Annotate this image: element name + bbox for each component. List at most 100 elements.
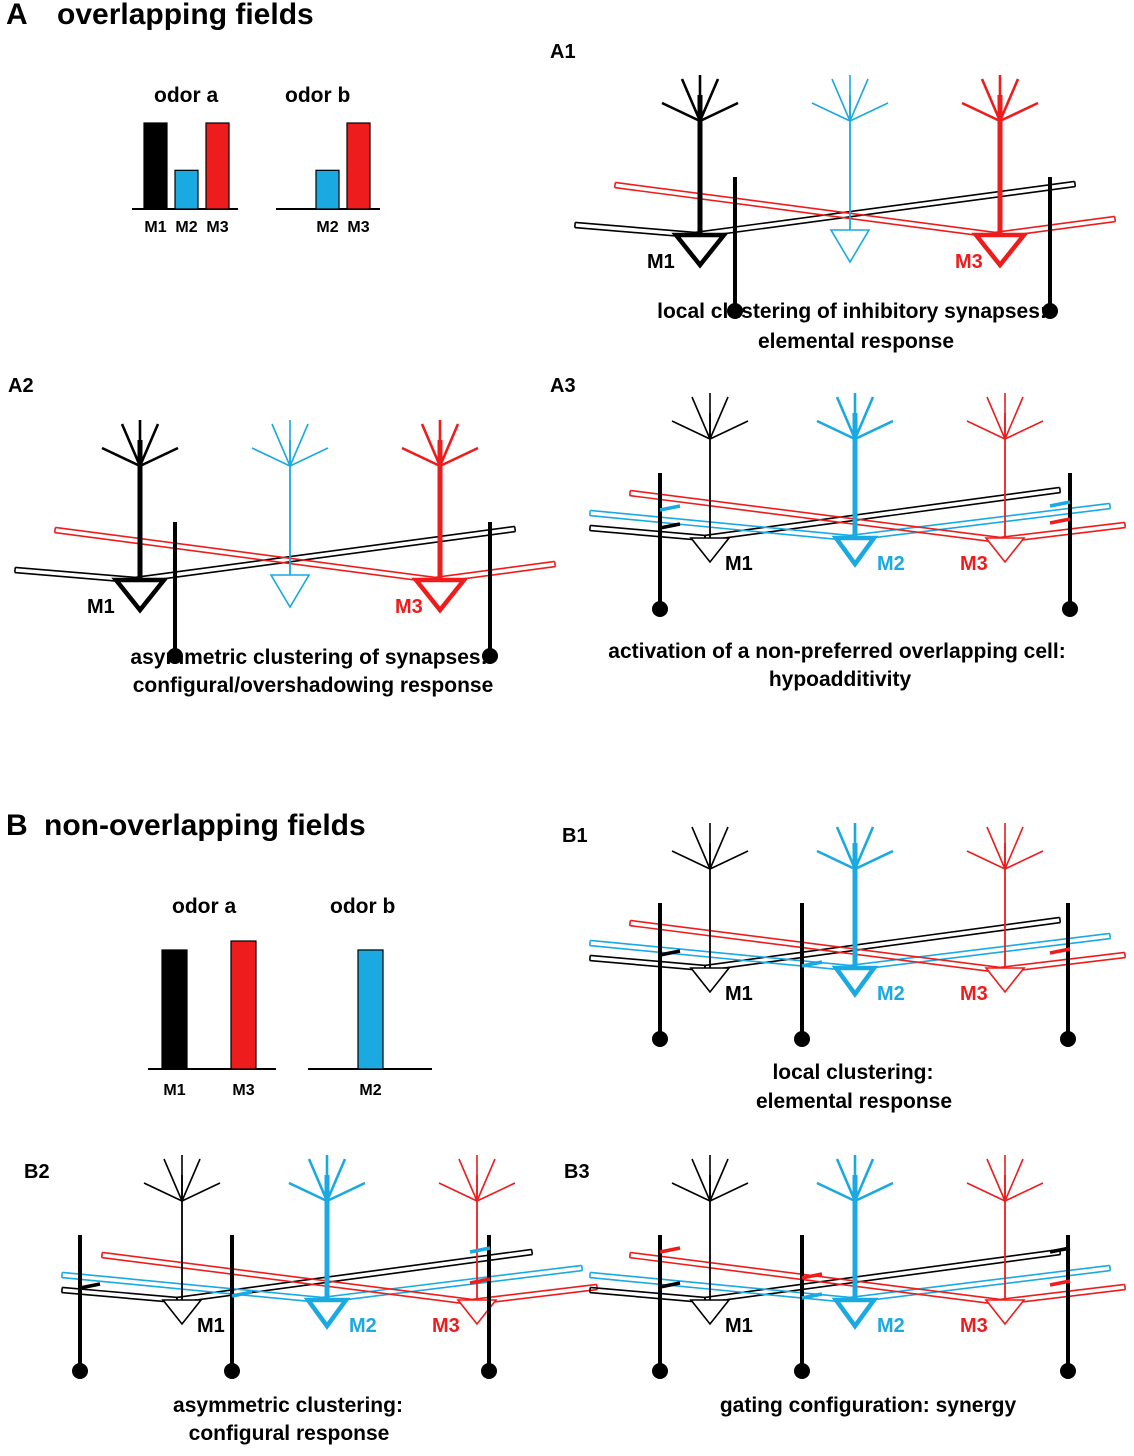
axon-end (515, 526, 516, 531)
soma-triangle (836, 968, 874, 994)
axon-edge (630, 490, 1000, 537)
soma-triangle (691, 1300, 729, 1324)
bar-m3 (231, 941, 256, 1069)
axon-edge (322, 1271, 582, 1303)
soma-triangle (836, 538, 874, 564)
interneuron-soma (72, 1363, 88, 1379)
granule-cell-1 (224, 1235, 240, 1379)
axon-end (1125, 522, 1126, 527)
dendrite-tuft (477, 1159, 495, 1201)
axon-m3 (55, 527, 436, 582)
soma-triangle (691, 538, 729, 562)
section-a-letter: A (6, 0, 28, 31)
mitral-cell-m2 (812, 75, 888, 262)
mitral-cell-m3 (967, 1155, 1043, 1324)
panel-label-a2: A2 (8, 375, 34, 397)
odor-b-label: odor b (330, 895, 395, 918)
axon-end (630, 920, 631, 925)
axon-edge (695, 181, 1075, 232)
axon-end (630, 1252, 631, 1257)
mitral-cell-m3 (402, 420, 478, 610)
dendrite-tuft (164, 1159, 182, 1201)
soma-triangle (986, 538, 1024, 562)
caption-b1-line1: local clustering: (772, 1061, 933, 1084)
bar-label-m3: M3 (347, 219, 369, 236)
axon-edge (55, 527, 435, 577)
soma-triangle (986, 968, 1024, 992)
dendrite-tuft (710, 397, 728, 439)
bar-m3 (206, 123, 229, 209)
circuit-diagram-a1: M1 M3 (575, 75, 1116, 319)
axon-edge (850, 933, 1110, 965)
granule-cell-2 (1060, 903, 1076, 1047)
granule-cell-right (482, 522, 498, 664)
cell-label-m3: M3 (955, 251, 983, 273)
section-b-header: B non-overlapping fields (6, 809, 366, 842)
soma-triangle (986, 1300, 1024, 1324)
cell-label-m3: M3 (960, 983, 988, 1005)
axon-end (1125, 952, 1126, 957)
cell-label-m1: M1 (647, 251, 675, 273)
granule-cell-1 (794, 903, 810, 1047)
bar-m1 (144, 123, 167, 209)
cell-label-m3: M3 (432, 1315, 460, 1337)
axon-end (1110, 933, 1111, 938)
caption-a1-line2: elemental response (758, 330, 954, 353)
interneuron-soma (1060, 1031, 1076, 1047)
cell-label-m2: M2 (349, 1315, 377, 1337)
dendrite-tuft (710, 827, 728, 869)
panel-label-b2: B2 (24, 1161, 50, 1183)
axon-m1 (590, 955, 705, 970)
caption-a2-line2: configural/overshadowing response (133, 674, 494, 697)
soma-triangle (116, 580, 164, 610)
odor-a-label: odor a (172, 895, 236, 918)
axon-edge (590, 525, 705, 535)
dendrite-tuft (290, 424, 308, 466)
synapse-1 (660, 524, 680, 528)
axon-edge (590, 955, 705, 965)
axon-edge (590, 1287, 705, 1297)
axon-end (1115, 216, 1116, 221)
dendrite-tuft (850, 79, 868, 121)
axon-end (102, 1252, 103, 1257)
axon-edge (630, 920, 1000, 967)
dendrite-tuft (987, 1159, 1005, 1201)
axon-end (55, 527, 56, 532)
soma-triangle (976, 235, 1024, 265)
soma-triangle (831, 230, 869, 262)
soma-triangle (308, 1300, 346, 1326)
soma-triangle (163, 1300, 201, 1324)
section-b-title: non-overlapping fields (44, 809, 366, 842)
odor-a-label: odor a (154, 84, 218, 107)
axon-end (1075, 181, 1076, 186)
axon-m3 (615, 182, 996, 237)
cell-label-m3: M3 (395, 596, 423, 618)
axon-end (555, 561, 556, 566)
soma-triangle (271, 575, 309, 607)
interneuron-soma (652, 1031, 668, 1047)
synapse-1 (802, 962, 822, 966)
caption-a3-line1: activation of a non-preferred overlappin… (608, 640, 1065, 663)
synapse-3 (802, 1294, 822, 1298)
granule-cell-right (1042, 177, 1058, 319)
caption-b2-line2: configural response (189, 1422, 390, 1445)
granule-cell-0 (72, 1235, 88, 1379)
axon-m1 (705, 1249, 1061, 1302)
bar-label-m2: M2 (316, 219, 338, 236)
axon-end (1110, 503, 1111, 508)
cell-label-m2: M2 (877, 1315, 905, 1337)
bar-m3 (347, 123, 370, 209)
soma-triangle (676, 235, 724, 265)
dendrite-tuft (692, 827, 710, 869)
panel-label-a3: A3 (550, 375, 576, 397)
dendrite-tuft (1005, 1159, 1023, 1201)
axon-edge (615, 182, 995, 232)
panel-label-b1: B1 (562, 825, 588, 847)
bar-label-m3: M3 (232, 1082, 254, 1099)
section-a-header: A overlapping fields (6, 0, 314, 31)
interneuron-soma (1062, 601, 1078, 617)
dendrite-tuft (182, 1159, 200, 1201)
